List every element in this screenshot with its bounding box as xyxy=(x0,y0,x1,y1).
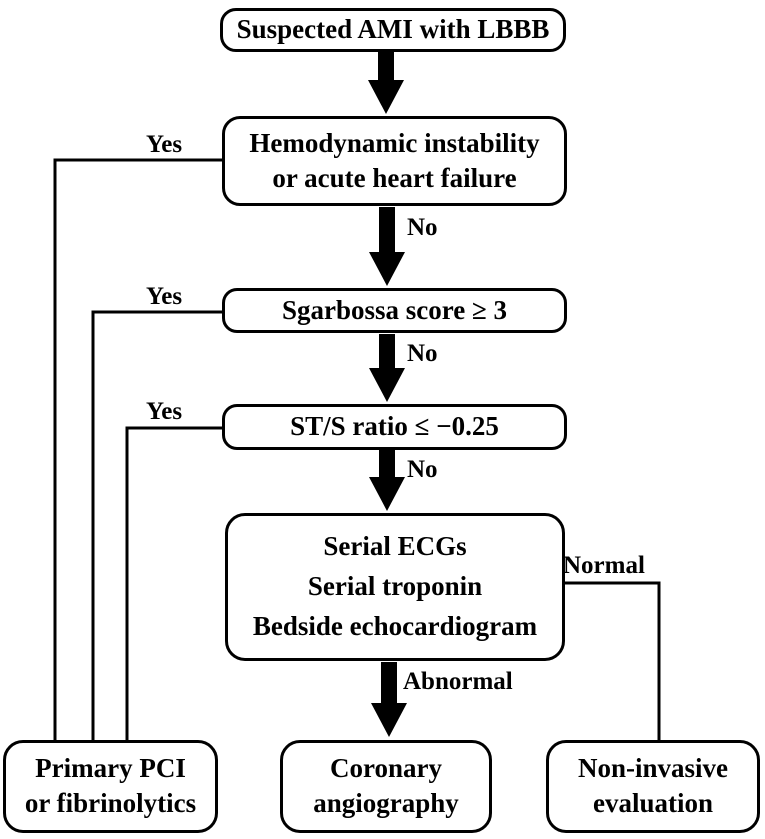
label-yes-sgarbossa: Yes xyxy=(146,283,183,310)
node-workup-line-3: Bedside echocardiogram xyxy=(252,611,538,642)
label-yes-hemodynamic: Yes xyxy=(146,131,183,158)
node-workup-line-2: Serial troponin xyxy=(307,571,483,602)
node-suspected-ami-lbbb-text: Suspected AMI with LBBB xyxy=(236,14,550,45)
node-primary-pci-line-2: or fibrinolytics xyxy=(24,788,197,819)
arrow-abnormal-to-coronary-icon xyxy=(371,662,407,737)
node-primary-pci-line-1: Primary PCI xyxy=(35,752,186,783)
label-yes-st-s-ratio: Yes xyxy=(146,398,183,425)
connector-yes-hemodynamic-to-pci xyxy=(53,158,222,740)
node-sgarbossa-text: Sgarbossa score ≥ 3 xyxy=(281,294,508,325)
connector-normal-to-noninvasive xyxy=(565,581,661,740)
node-hemodynamic-instability: Hemodynamic instability or acute heart f… xyxy=(222,116,567,206)
node-hemodynamic-line-2: or acute heart failure xyxy=(272,162,517,193)
node-coronary-angiography: Coronary angiography xyxy=(280,740,492,833)
node-non-invasive-line-1: Non-invasive xyxy=(577,752,729,783)
label-no-hemodynamic: No xyxy=(407,214,438,241)
label-no-sgarbossa: No xyxy=(407,340,438,367)
node-workup-line-1: Serial ECGs xyxy=(323,531,467,562)
label-no-st-s-ratio: No xyxy=(407,456,438,483)
node-st-s-ratio: ST/S ratio ≤ −0.25 xyxy=(222,404,567,450)
node-non-invasive-line-2: evaluation xyxy=(592,788,713,819)
connector-yes-sgarbossa-to-pci xyxy=(91,310,222,740)
arrow-no-to-workup-icon xyxy=(369,450,405,511)
node-coronary-line-2: angiography xyxy=(313,788,459,819)
node-suspected-ami-lbbb: Suspected AMI with LBBB xyxy=(220,8,566,52)
node-coronary-line-1: Coronary xyxy=(330,752,442,783)
label-abnormal: Abnormal xyxy=(403,668,513,695)
node-hemodynamic-line-1: Hemodynamic instability xyxy=(249,127,540,158)
arrow-no-to-stsratio-icon xyxy=(369,334,405,402)
arrow-no-to-sgarbossa-icon xyxy=(369,207,405,286)
label-normal: Normal xyxy=(563,552,645,579)
node-non-invasive-evaluation: Non-invasive evaluation xyxy=(546,740,760,833)
node-sgarbossa-score: Sgarbossa score ≥ 3 xyxy=(222,288,567,333)
connector-yes-stsratio-to-pci xyxy=(125,426,222,740)
arrow-start-to-hemodynamic-icon xyxy=(368,51,404,114)
node-st-s-ratio-text: ST/S ratio ≤ −0.25 xyxy=(290,411,499,442)
node-serial-workup: Serial ECGs Serial troponin Bedside echo… xyxy=(225,513,565,661)
node-primary-pci: Primary PCI or fibrinolytics xyxy=(3,740,218,833)
